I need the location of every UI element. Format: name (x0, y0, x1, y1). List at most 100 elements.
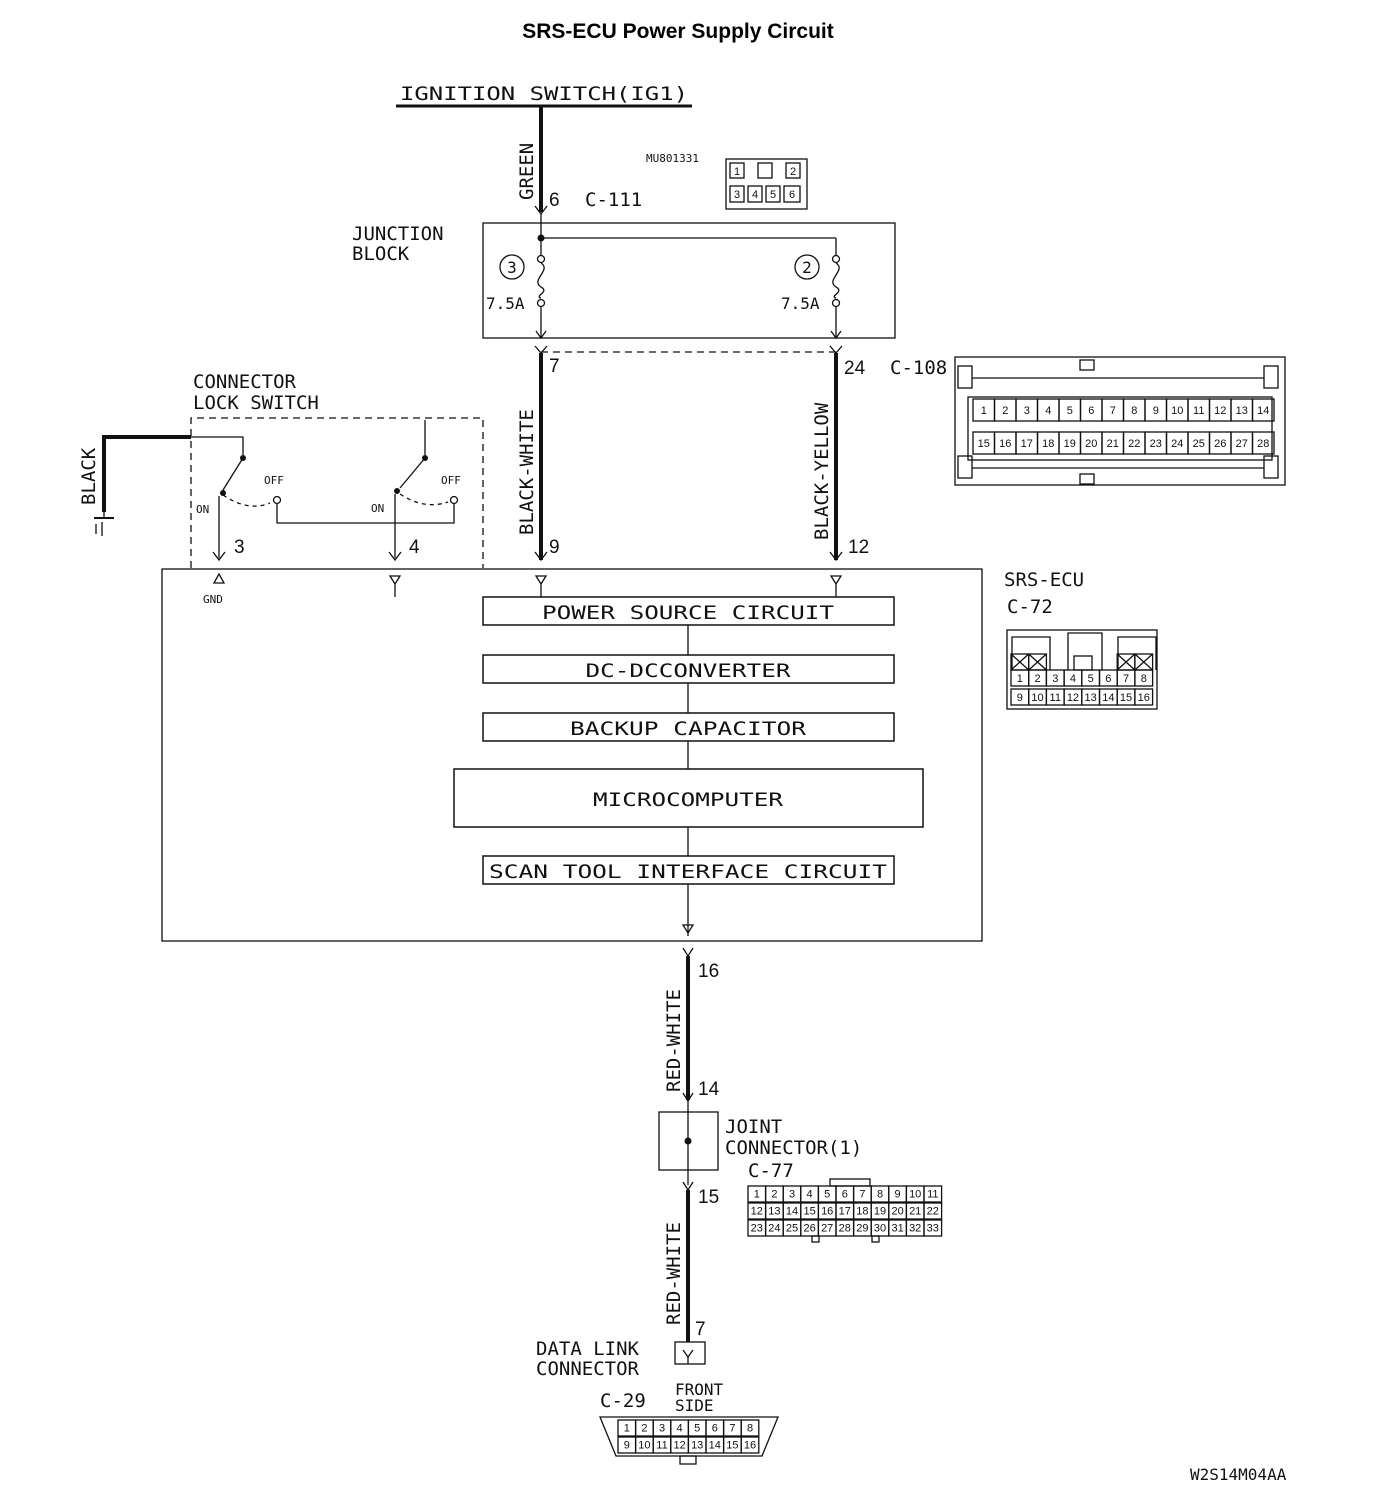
c72-row1-pin-label: 8 (1141, 673, 1147, 685)
c72-row2-pin-label: 9 (1017, 692, 1023, 704)
switch-2-blade (399, 457, 426, 489)
power-source-circuit-label: POWER SOURCE CIRCUIT (542, 602, 834, 624)
c29-row1-pin-label: 3 (659, 1423, 665, 1435)
c108-row2-pin-label: 16 (999, 438, 1011, 450)
c72-row1-unused-marker (1010, 653, 1030, 671)
dlc-label-2: CONNECTOR (536, 1358, 640, 1380)
c108-row2-pin-label: 27 (1236, 438, 1248, 450)
c108-row1-pin-label: 14 (1257, 405, 1269, 417)
pin-4-terminal (388, 575, 402, 597)
srs-ecu-label: SRS-ECU (1004, 569, 1084, 591)
c77-row1-pin-label: 9 (895, 1189, 901, 1201)
c77-row2-pin-label: 18 (856, 1206, 868, 1218)
c72-row1-pin-label: 7 (1123, 673, 1129, 685)
pin-14-label: 14 (698, 1079, 720, 1100)
switch-1-travel-arc (222, 494, 271, 507)
scan-tool-interface-block (482, 855, 895, 885)
c29-row2-pin-label: 11 (656, 1440, 667, 1452)
fuse-3-arrow (535, 330, 547, 340)
c77-row3-pin-label: 24 (768, 1223, 780, 1235)
fuse-2-arrow (830, 330, 842, 340)
c29-row2-pin-label: 14 (709, 1440, 721, 1452)
c77-row1-pin-label: 11 (927, 1189, 938, 1201)
pin-7-top-label: 7 (549, 356, 560, 377)
switch-1-off-label: OFF (264, 474, 284, 487)
pin-6-label: 6 (549, 190, 560, 211)
joint-connector-label-1: JOINT (725, 1116, 782, 1138)
c77-row3-pin-label: 25 (786, 1223, 798, 1235)
c111-pin-5: 5 (770, 189, 776, 201)
junction-block-label-1: JUNCTION (352, 223, 444, 245)
c29-row2-pin-label: 15 (726, 1440, 738, 1452)
c77-row1-cell (923, 1185, 943, 1203)
c77-row2-pin-label: 15 (803, 1206, 815, 1218)
c111-pin-4: 4 (752, 189, 758, 201)
lock-switch-dashed-box (190, 417, 484, 568)
c29-row1-pin-label: 8 (747, 1423, 753, 1435)
c108-label: C-108 (890, 357, 947, 379)
c29-row1-pin-label: 2 (641, 1423, 647, 1435)
c77-row3-pin-label: 27 (821, 1223, 833, 1235)
switch-2-on-contact (394, 488, 400, 494)
c77-row3-pin-label: 26 (803, 1223, 815, 1235)
mu-code-label: MU801331 (646, 152, 699, 165)
c72-row2-pin-label: 14 (1102, 692, 1114, 704)
c29-row2-cell (740, 1436, 760, 1454)
ground-symbol (94, 512, 114, 536)
c29-row1-pin-label: 6 (712, 1423, 718, 1435)
black-ground-wire (102, 435, 191, 512)
c77-label: C-77 (748, 1160, 794, 1182)
srs-ecu-box (161, 568, 983, 942)
pin-9-terminal (534, 575, 548, 597)
fuse-3-element (537, 262, 545, 299)
c29-row2-pin-label: 10 (638, 1440, 650, 1452)
c77-row1-pin-label: 7 (859, 1189, 865, 1201)
pin-9-arrow (534, 551, 548, 562)
red-white-wire-label-upper: RED-WHITE (663, 989, 685, 1092)
c72-row1-pin-label: 3 (1052, 673, 1058, 685)
page-title: SRS-ECU Power Supply Circuit (522, 20, 834, 43)
scan-tool-interface-label: SCAN TOOL INTERFACE CIRCUIT (489, 861, 887, 883)
c77-row2-pin-label: 17 (839, 1206, 851, 1218)
c77-row2-pin-label: 19 (874, 1206, 886, 1218)
black-white-wire-label: BLACK-WHITE (516, 409, 538, 535)
switch-1-on-label: ON (196, 503, 209, 516)
fuse-2-marker (794, 254, 820, 280)
c77-row2-pin-label: 22 (927, 1206, 939, 1218)
c108-row2-pin-label: 21 (1107, 438, 1119, 450)
pin-3-arrow (212, 551, 226, 562)
c72-row1-unused-cell (1028, 653, 1048, 671)
c29-row1-pin-label: 7 (729, 1423, 735, 1435)
c108-row2-pin-label: 28 (1257, 438, 1269, 450)
c77-row2-pin-label: 13 (768, 1206, 780, 1218)
backup-capacitor-label: BACKUP CAPACITOR (570, 718, 807, 740)
pin-4-arrow (388, 551, 402, 562)
dcdc-converter-label: DC-DCCONVERTER (586, 660, 792, 682)
fuse-3-marker (499, 254, 525, 280)
c108-row1-pin-label: 5 (1067, 405, 1073, 417)
srs-ecu-connector-label: C-72 (1007, 596, 1053, 618)
switch-1-feed (191, 436, 244, 455)
gnd-terminal (212, 572, 226, 584)
c72-row2-pin-label: 10 (1031, 692, 1043, 704)
c77-row3-pin-label: 23 (751, 1223, 763, 1235)
c108-row2-pin-label: 20 (1085, 438, 1097, 450)
switch-1-on-contact (220, 490, 226, 496)
c108-row1-cell (1251, 398, 1275, 422)
c111-pin-1: 1 (734, 166, 740, 178)
c77-row3-pin-label: 32 (909, 1223, 921, 1235)
c72-row2-pin-label: 13 (1085, 692, 1097, 704)
c108-row2-pin-label: 19 (1064, 438, 1076, 450)
pin-16-terminal (681, 924, 695, 935)
c77-row3-pin-label: 31 (891, 1223, 903, 1235)
lock-switch-label-2: LOCK SWITCH (193, 392, 319, 414)
c108-row1-pin-label: 12 (1214, 405, 1226, 417)
c108-row2-pin-label: 26 (1214, 438, 1226, 450)
fuse-2-element (832, 262, 840, 299)
green-wire-label: GREEN (516, 143, 538, 200)
junction-block-box (482, 222, 896, 339)
microcomputer-block (453, 768, 924, 828)
